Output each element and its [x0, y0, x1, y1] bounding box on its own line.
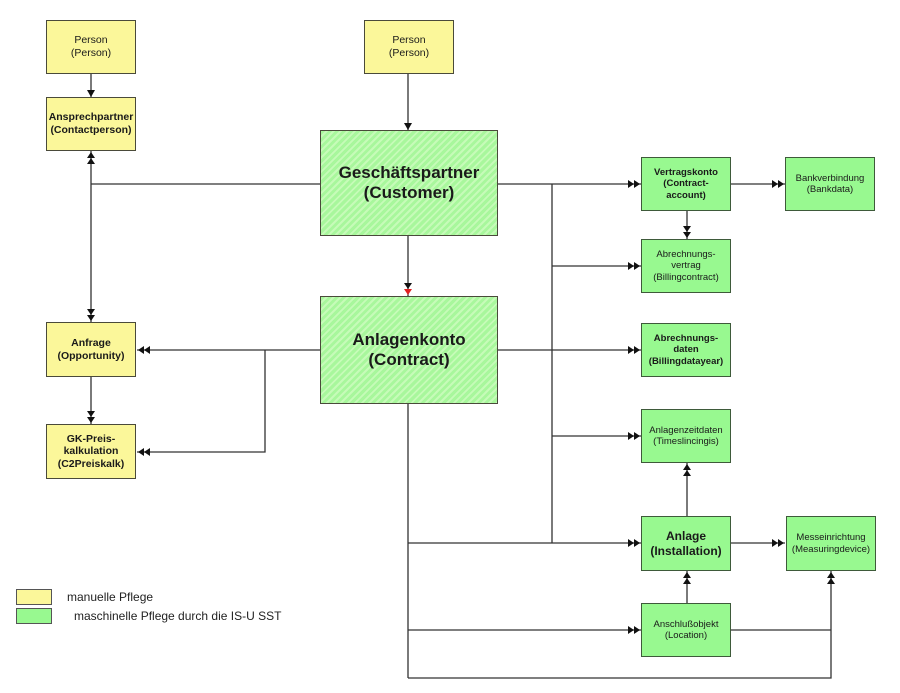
- node-label: Anschlußobjekt (Location): [653, 618, 719, 641]
- node-label: Person (Person): [70, 34, 112, 59]
- node-label: Geschäftspartner (Customer): [338, 162, 480, 202]
- edge-to-measuringdevice: [408, 571, 835, 679]
- node-contract[interactable]: Anlagenkonto (Contract): [320, 296, 498, 404]
- node-installation[interactable]: Anlage (Installation): [641, 516, 731, 571]
- legend-label-manual: manuelle Pflege: [67, 590, 154, 604]
- node-label: Abrechnungs- daten (Billingdatayear): [648, 332, 724, 367]
- node-label: Abrechnungs- vertrag (Billingcontract): [653, 248, 719, 283]
- node-label: Ansprechpartner (Contactperson): [48, 111, 134, 136]
- node-contract-account[interactable]: Vertragskonto (Contract- account): [641, 157, 731, 211]
- node-opportunity[interactable]: Anfrage (Opportunity): [46, 322, 136, 377]
- node-label: Bankverbindung (Bankdata): [795, 172, 865, 195]
- node-bankdata[interactable]: Bankverbindung (Bankdata): [785, 157, 875, 211]
- node-person-left[interactable]: Person (Person): [46, 20, 136, 74]
- legend-label-machine: maschinelle Pflege durch die IS-U SST: [74, 609, 282, 623]
- node-label: GK-Preis- kalkulation (C2Preiskalk): [57, 432, 125, 470]
- node-billingcontract[interactable]: Abrechnungs- vertrag (Billingcontract): [641, 239, 731, 293]
- node-label: Messeinrichtung (Measuringdevice): [791, 532, 871, 555]
- node-label: Anlage (Installation): [650, 529, 722, 558]
- legend-swatch-machine: [16, 608, 52, 624]
- node-label: Person (Person): [388, 34, 430, 59]
- node-contactperson[interactable]: Ansprechpartner (Contactperson): [46, 97, 136, 151]
- node-customer[interactable]: Geschäftspartner (Customer): [320, 130, 498, 236]
- node-timeslicing[interactable]: Anlagenzeitdaten (Timeslincingis): [641, 409, 731, 463]
- node-billingdatayear[interactable]: Abrechnungs- daten (Billingdatayear): [641, 323, 731, 377]
- node-label: Anfrage (Opportunity): [57, 336, 125, 362]
- node-label: Vertragskonto (Contract- account): [654, 166, 718, 201]
- node-preiskalk[interactable]: GK-Preis- kalkulation (C2Preiskalk): [46, 424, 136, 479]
- legend-swatch-manual: [16, 589, 52, 605]
- edge-to-preiskalk: [137, 350, 266, 456]
- node-measuringdevice[interactable]: Messeinrichtung (Measuringdevice): [786, 516, 876, 571]
- node-label: Anlagenzeitdaten (Timeslincingis): [649, 424, 723, 447]
- node-location[interactable]: Anschlußobjekt (Location): [641, 603, 731, 657]
- node-person-center[interactable]: Person (Person): [364, 20, 454, 74]
- node-label: Anlagenkonto (Contract): [352, 329, 466, 369]
